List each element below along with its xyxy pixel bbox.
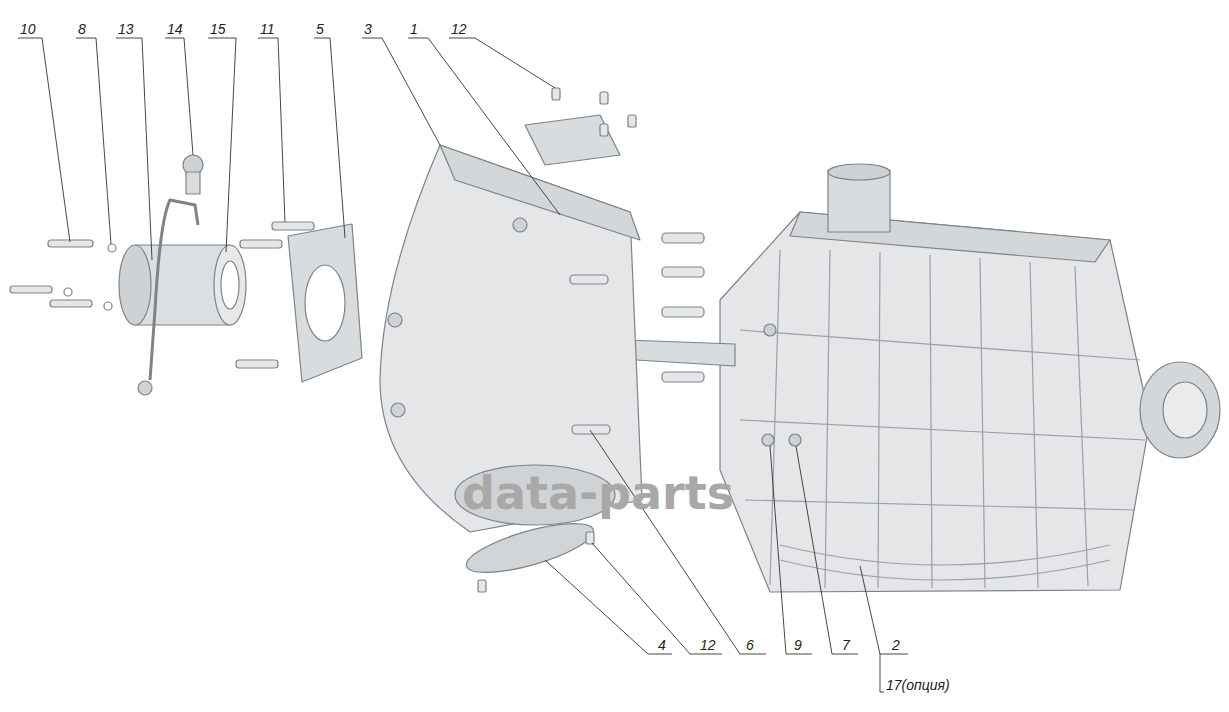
callout-number: 8 <box>78 21 86 37</box>
callout-number: 1 <box>410 21 418 37</box>
callout-number: 15 <box>210 21 226 37</box>
cover-plate <box>462 513 598 582</box>
callout-number: 7 <box>842 637 850 653</box>
callout-number: 13 <box>118 21 134 37</box>
callout-number: 5 <box>316 21 324 37</box>
callout-number: 9 <box>794 637 802 653</box>
callout-number: 2 <box>892 637 900 653</box>
callout-number: 10 <box>20 21 36 37</box>
flange-plate <box>288 224 362 382</box>
output-flange <box>1140 362 1220 458</box>
tube <box>150 200 198 380</box>
callout-number: 6 <box>746 637 754 653</box>
stud <box>662 233 704 243</box>
callout-number: 11 <box>260 21 275 37</box>
leader-lines <box>18 38 908 692</box>
callout-number: 12 <box>451 21 467 37</box>
cover-plate <box>525 115 620 165</box>
callout-number: 14 <box>167 21 183 37</box>
watermark: data-parts <box>462 468 734 518</box>
callout-number: 17(опция) <box>886 677 950 693</box>
gearbox-body <box>720 212 1150 592</box>
callout-number: 4 <box>658 637 666 653</box>
callout-number: 12 <box>700 637 716 653</box>
callout-number: 3 <box>364 21 372 37</box>
